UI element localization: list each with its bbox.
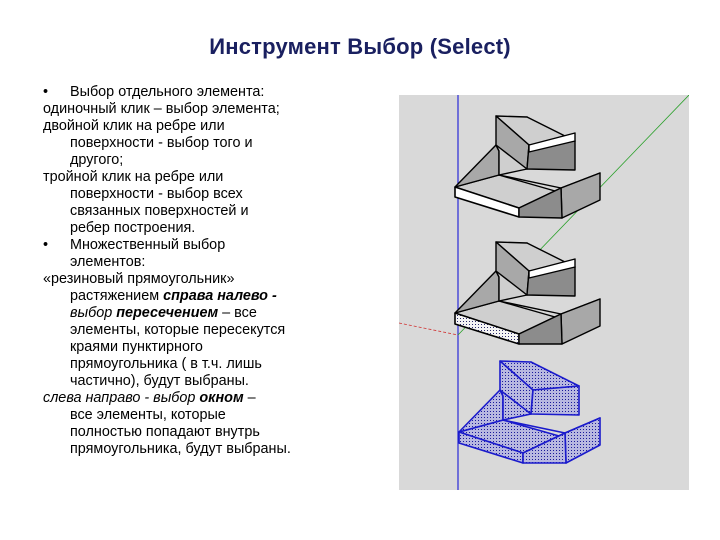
text-line: элементов:: [43, 254, 393, 271]
text-line: одиночный клик – выбор элемента;: [43, 101, 393, 118]
text-line: другого;: [43, 152, 393, 169]
text-line: слева направо - выбор окном –: [43, 390, 393, 407]
text-line: растяжением справа налево -: [43, 288, 393, 305]
text-segment: прямоугольника, будут выбраны.: [70, 441, 291, 457]
text-segment: связанных поверхностей и: [70, 203, 249, 219]
stair-model-double-click: [454, 241, 601, 345]
text-line: двойной клик на ребре или: [43, 118, 393, 135]
red-axis: [399, 322, 459, 336]
text-segment: слева направо - выбор: [43, 390, 200, 406]
text-segment: элементов:: [70, 254, 146, 270]
text-line: краями пунктирного: [43, 339, 393, 356]
text-segment: полностью попадают внутрь: [70, 424, 260, 440]
text-line: ребер построения.: [43, 220, 393, 237]
text-line: «резиновый прямоугольник»: [43, 271, 393, 288]
text-line: связанных поверхностей и: [43, 203, 393, 220]
text-line: • Множественный выбор: [43, 237, 393, 254]
text-line: выбор пересечением – все: [43, 305, 393, 322]
text-line: все элементы, которые: [43, 407, 393, 424]
text-segment: тройной клик на ребре или: [43, 169, 224, 185]
text-line: полностью попадают внутрь: [43, 424, 393, 441]
text-segment: другого;: [70, 152, 124, 168]
text-segment: поверхности - выбор того и: [70, 135, 253, 151]
text-line: • Выбор отдельного элемента:: [43, 84, 393, 101]
slide-body-text: • Выбор отдельного элемента:одиночный кли…: [43, 84, 393, 458]
text-line: прямоугольника, будут выбраны.: [43, 441, 393, 458]
stair-model-single-click: [454, 115, 601, 219]
text-segment: Выбор отдельного элемента:: [70, 84, 265, 100]
text-segment: краями пунктирного: [70, 339, 203, 355]
text-segment: частично), будут выбраны.: [70, 373, 249, 389]
text-segment: растяжением: [70, 288, 164, 304]
text-segment: – все: [218, 305, 257, 321]
text-segment: двойной клик на ребре или: [43, 118, 225, 134]
text-segment: все элементы, которые: [70, 407, 226, 423]
text-line: поверхности - выбор того и: [43, 135, 393, 152]
text-segment: справа налево -: [163, 288, 277, 304]
text-segment: одиночный клик – выбор элемента;: [43, 101, 280, 117]
text-segment: ребер построения.: [70, 220, 196, 236]
sketchup-selection-illustration: [399, 95, 689, 490]
stair-model-triple-click-selected: [458, 360, 601, 464]
text-segment: окном: [199, 390, 244, 406]
text-segment: поверхности - выбор всех: [70, 186, 243, 202]
text-segment: Множественный выбор: [70, 237, 226, 253]
text-segment: выбор: [70, 305, 117, 321]
slide-title: Инструмент Выбор (Select): [209, 34, 511, 59]
text-line: элементы, которые пересекутся: [43, 322, 393, 339]
text-segment: прямоугольника ( в т.ч. лишь: [70, 356, 262, 372]
text-line: тройной клик на ребре или: [43, 169, 393, 186]
text-segment: –: [243, 390, 256, 406]
text-line: поверхности - выбор всех: [43, 186, 393, 203]
bullet-marker: •: [43, 84, 49, 100]
text-segment: «резиновый прямоугольник»: [43, 271, 235, 287]
bullet-marker: •: [43, 237, 49, 253]
text-segment: элементы, которые пересекутся: [70, 322, 286, 338]
text-segment: пересечением: [116, 305, 219, 321]
text-line: прямоугольника ( в т.ч. лишь: [43, 356, 393, 373]
text-line: частично), будут выбраны.: [43, 373, 393, 390]
